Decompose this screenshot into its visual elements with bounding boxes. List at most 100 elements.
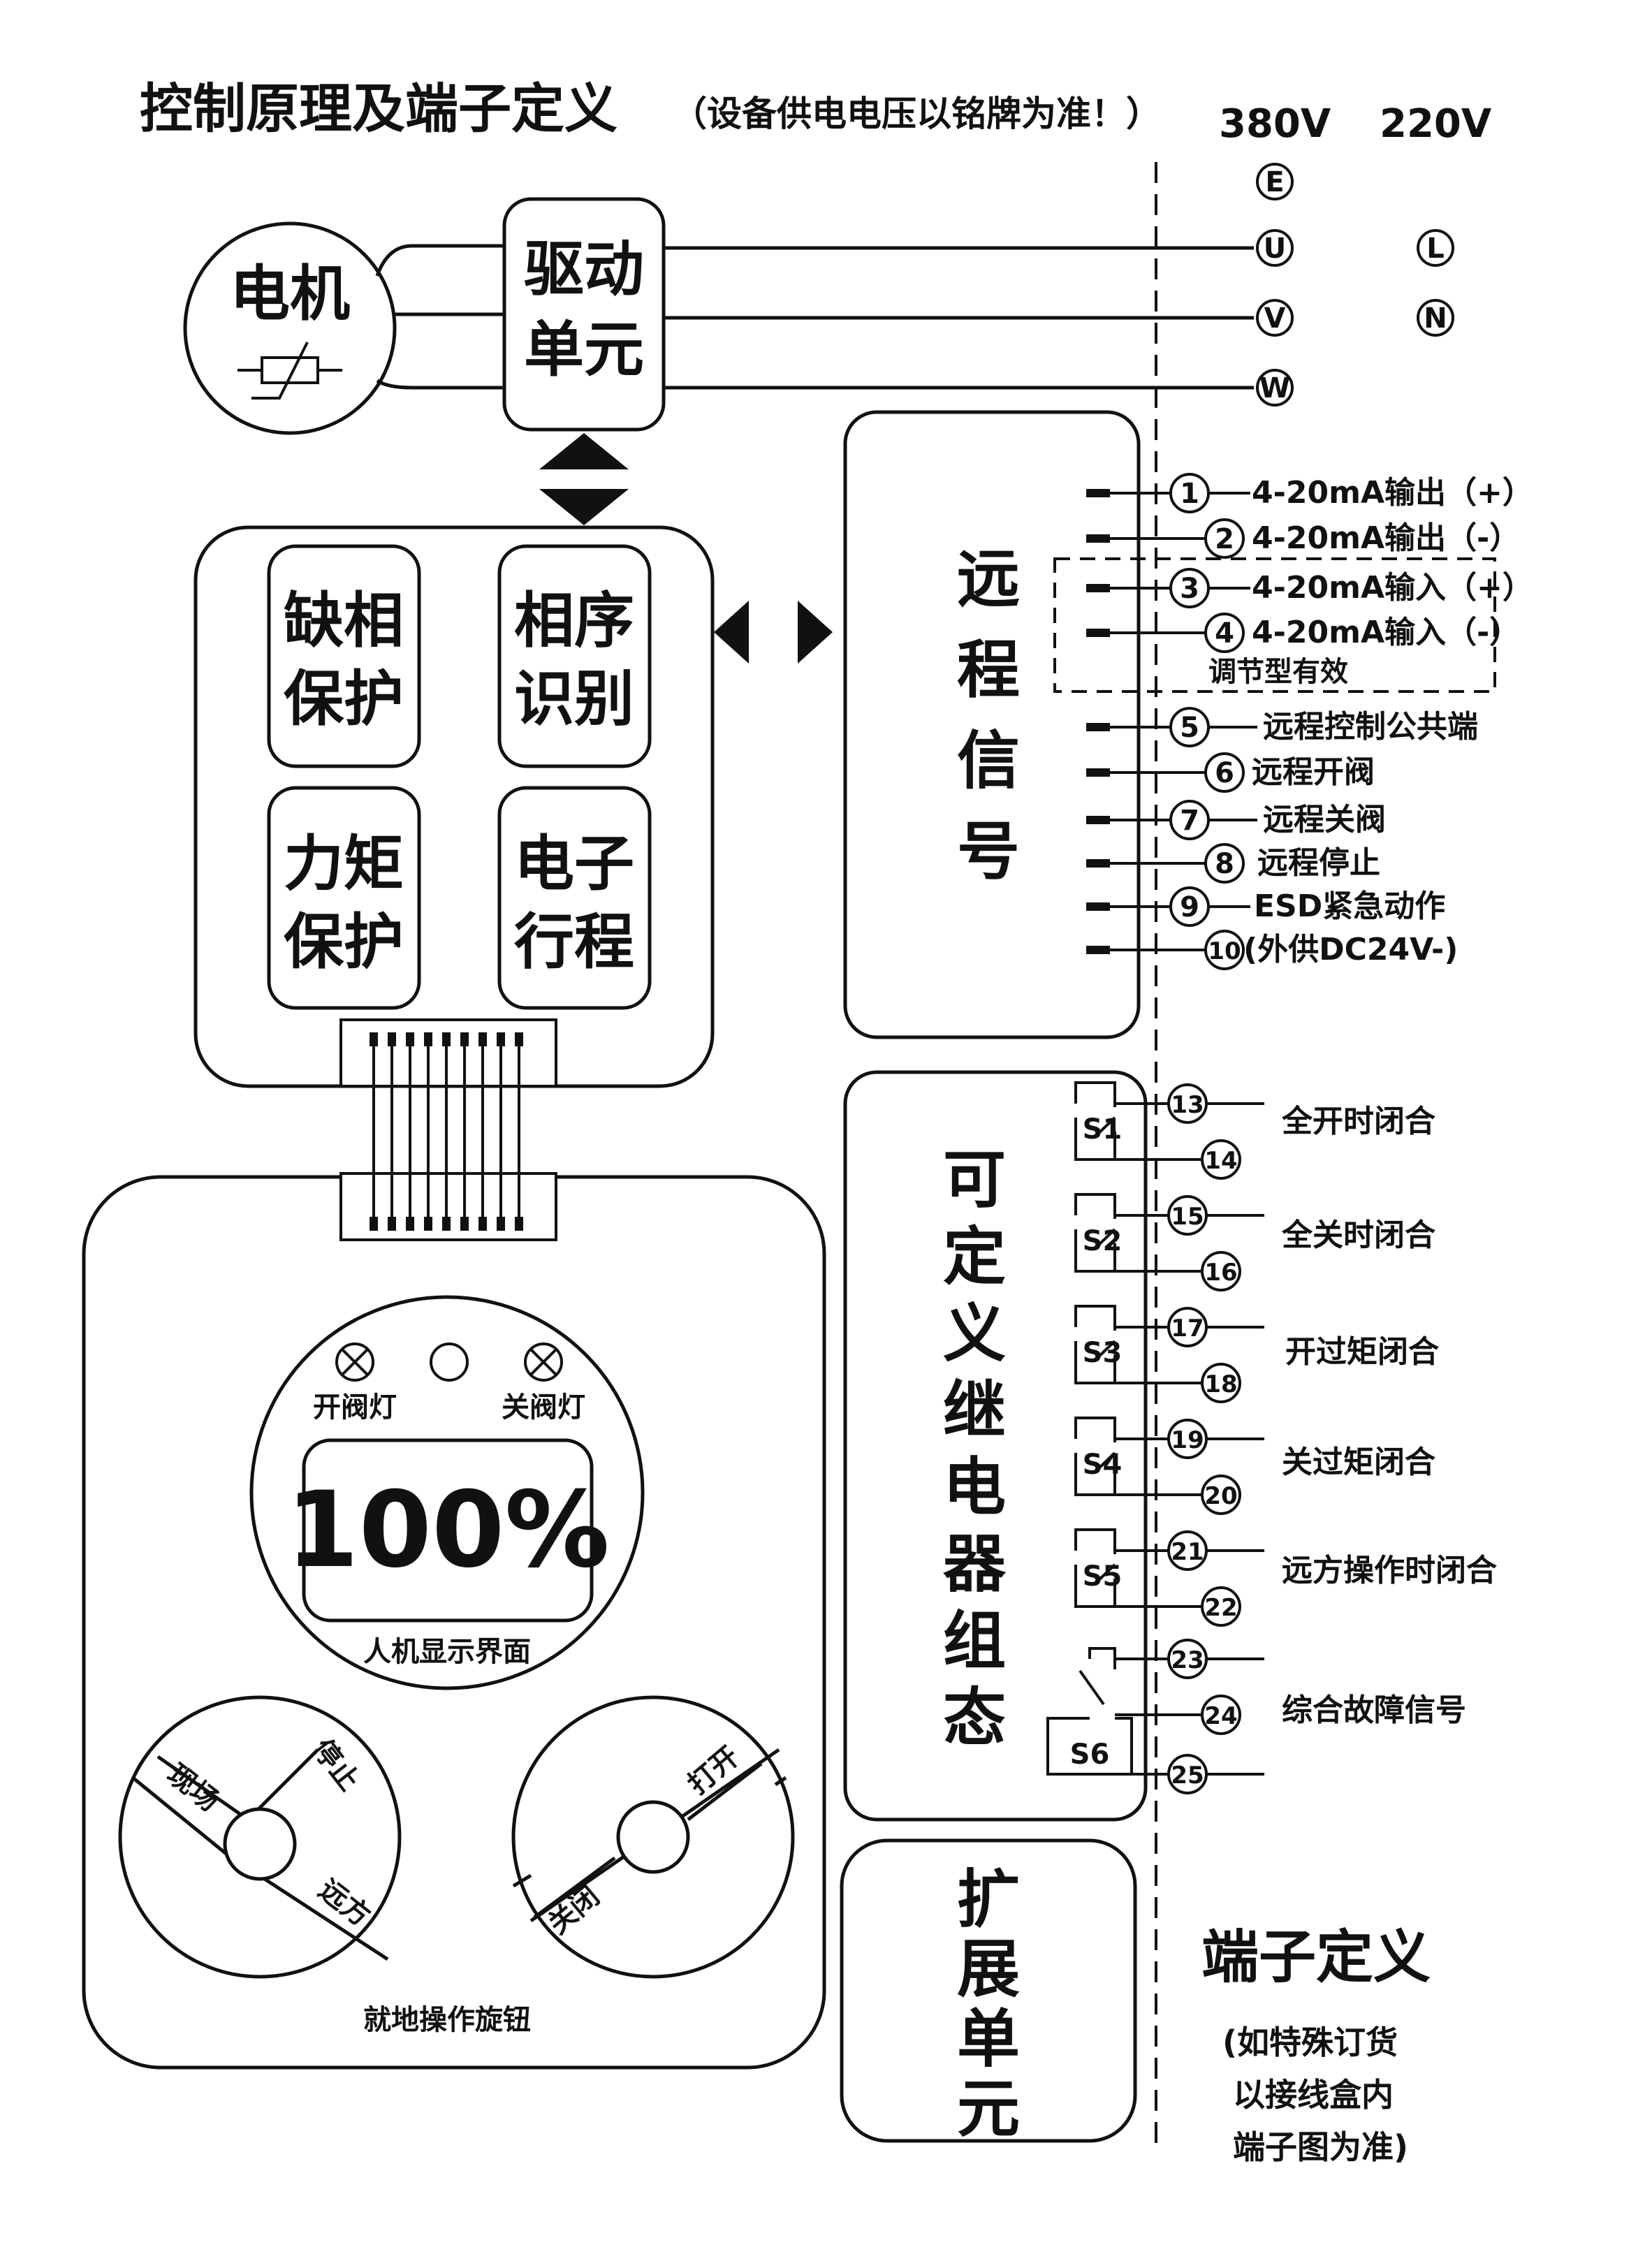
display-value: 100% (286, 1470, 609, 1591)
expansion-title-char: 单 (957, 2003, 1020, 2076)
terminal-number: 22 (1204, 1594, 1237, 1622)
terminal-number: 2 (1215, 523, 1234, 555)
relay-title-char: 继 (943, 1374, 1006, 1447)
drive-unit: 驱动 单元 (502, 197, 666, 432)
relay-config-panel: 可 定 义 继 电 器 组 态 (843, 1070, 1148, 1822)
connector-pin-icon (406, 1032, 414, 1046)
expansion-unit-panel: 扩 展 单 元 (840, 1838, 1137, 2146)
terminal-number: 13 (1171, 1091, 1204, 1119)
terminal-label: 远程关阀 (1263, 802, 1386, 837)
terminal-definition-note-line: 端子图为准) (1233, 2128, 1408, 2166)
terminal-label: 远程开阀 (1252, 754, 1375, 790)
svg-text:力矩: 力矩 (284, 829, 404, 899)
remote-terminal-row: 5 远程控制公共端 (1086, 707, 1478, 747)
relay-title-char: 义 (943, 1297, 1006, 1370)
relay-label: 全关时闭合 (1281, 1217, 1435, 1253)
close-lamp-icon (524, 1342, 563, 1382)
module-torque-protection: 力矩 保护 (267, 786, 421, 1010)
relay-s1: S1 13 14 全开时闭合 (1074, 1081, 1435, 1180)
relay-s4: S4 19 20 关过矩闭合 (1074, 1417, 1435, 1515)
terminal-v: V (1256, 299, 1294, 337)
terminal-number: 20 (1204, 1482, 1237, 1510)
title-note: （设备供电电压以铭牌为准！） (672, 94, 1161, 134)
connector-pin-icon (497, 1217, 505, 1231)
remote-terminal-row: 4 4-20mA输入（-） (1086, 613, 1520, 653)
relay-s2: S2 15 16 全关时闭合 (1074, 1193, 1435, 1292)
relay-name: S1 (1083, 1113, 1123, 1146)
open-lamp-label: 开阀灯 (313, 1391, 397, 1424)
terminal-definition-heading: 端子定义 (1201, 1924, 1431, 1991)
terminal-definition-note-line: 以接线盒内 (1233, 2076, 1394, 2114)
terminal-number: 25 (1171, 1762, 1204, 1790)
terminal-number: 8 (1215, 848, 1234, 880)
open-lamp-icon (335, 1342, 374, 1382)
relay-s6: S6 23 24 25 综合故障信号 (1046, 1639, 1466, 1794)
expansion-title-char: 展 (957, 1933, 1020, 2006)
module-phase-loss-protection: 缺相 保护 (267, 544, 421, 768)
connector-pin-icon (515, 1032, 523, 1046)
terminal-w: W (1256, 369, 1294, 407)
relay-name: S2 (1083, 1225, 1123, 1257)
connector-pin-icon (424, 1217, 432, 1231)
remote-terminal-row: 7 远程关阀 (1086, 800, 1386, 840)
ribbon-wires (370, 1032, 523, 1231)
svg-text:N: N (1424, 302, 1447, 335)
relay-label: 全开时闭合 (1281, 1104, 1435, 1139)
knob-center-icon (223, 1807, 297, 1881)
relays: S1 13 14 全开时闭合 S2 15 16 全关时闭合 (1074, 1081, 1497, 1627)
terminal-label: ESD紧急动作 (1254, 888, 1445, 924)
action-knob-center-icon (616, 1800, 690, 1874)
relay-name: S5 (1083, 1560, 1123, 1593)
action-selector-knob[interactable]: 关闭 打开 (511, 1695, 795, 1979)
terminal-label: 远程停止 (1257, 845, 1380, 881)
terminal-number: 6 (1215, 757, 1234, 789)
control-module-panel: 缺相 保护 相序 识别 力矩 保护 电子 行程 (193, 525, 715, 1088)
thermistor-icon (237, 342, 342, 400)
svg-text:相序: 相序 (514, 586, 634, 656)
relay-title-char: 可 (943, 1143, 1006, 1217)
mode-selector-knob[interactable]: 现场 停止 远方 (118, 1695, 402, 1979)
relay-s3: S3 17 18 开过矩闭合 (1074, 1305, 1439, 1403)
remote-terminals: 1 4-20mA输出（+） 2 4-20mA输出（-） 3 4-20mA输入（+… (1086, 473, 1533, 970)
svg-text:缺相: 缺相 (284, 586, 404, 656)
terminal-number: 16 (1204, 1259, 1237, 1287)
terminal-number: 23 (1171, 1646, 1204, 1674)
voltage-220-label: 220V (1380, 101, 1492, 147)
remote-terminal-row: 8 远程停止 (1086, 843, 1380, 884)
terminal-number: 17 (1171, 1315, 1204, 1342)
regulating-type-box (1053, 557, 1496, 693)
svg-text:保护: 保护 (284, 664, 404, 734)
connector-pin-icon (460, 1032, 469, 1046)
terminal-definition-note-line: (如特殊订货 (1222, 2024, 1398, 2061)
motor: 电机 (183, 221, 397, 435)
bidirectional-arrow-horizontal-icon (714, 601, 833, 664)
terminal-number: 21 (1171, 1538, 1204, 1566)
regulating-note: 调节型有效 (1208, 656, 1348, 688)
connector-pin-icon (388, 1217, 396, 1231)
terminal-number: 5 (1180, 712, 1199, 744)
terminal-number: 19 (1171, 1426, 1204, 1454)
motor-wire-w (376, 379, 506, 390)
connector-pin-icon (515, 1217, 523, 1231)
relay-label: 关过矩闭合 (1282, 1444, 1435, 1480)
terminal-number: 9 (1180, 891, 1199, 923)
remote-terminal-row: 2 4-20mA输出（-） (1086, 518, 1520, 559)
relay-name: S6 (1070, 1739, 1110, 1771)
relay-title-char: 态 (943, 1681, 1006, 1755)
remote-terminal-row: 6 远程开阀 (1086, 752, 1375, 793)
relay-title-char: 组 (943, 1604, 1006, 1678)
svg-text:电子: 电子 (514, 829, 634, 899)
svg-text:L: L (1426, 233, 1445, 265)
connector-pin-icon (388, 1032, 396, 1046)
relay-title-char: 器 (943, 1528, 1007, 1601)
remote-terminal-row: 1 4-20mA输出（+） (1086, 473, 1533, 513)
connector-pin-icon (442, 1217, 451, 1231)
remote-title-char: 程 (957, 634, 1020, 707)
terminal-label: 4-20mA输入（-） (1252, 615, 1520, 650)
terminal-number: 3 (1180, 573, 1199, 605)
remote-terminal-row: 10 (外供DC24V-) (1086, 930, 1458, 970)
connector-pin-icon (460, 1217, 469, 1231)
svg-text:保护: 保护 (284, 907, 404, 977)
svg-text:识别: 识别 (514, 664, 634, 734)
hmi-caption: 人机显示界面 (363, 1636, 531, 1668)
